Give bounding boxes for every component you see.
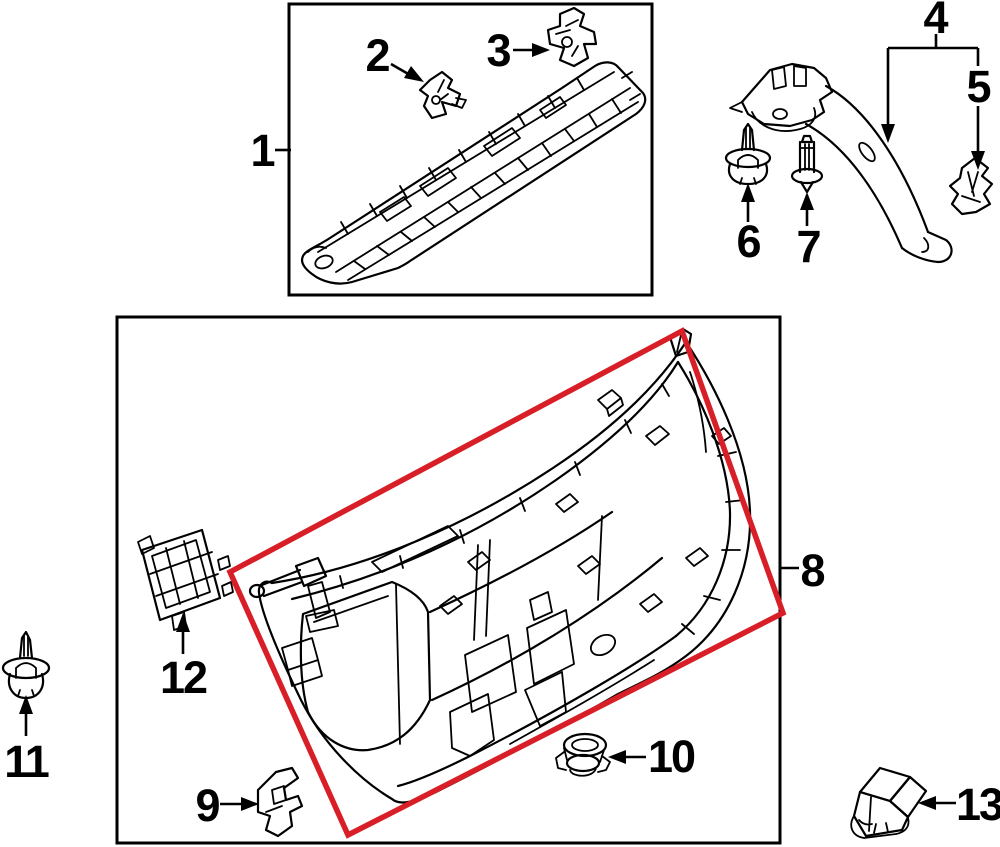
arrowhead-icon — [918, 796, 936, 810]
part-5-clip[interactable] — [948, 156, 994, 216]
part-9-bracket[interactable] — [256, 766, 304, 838]
arrowhead-icon — [532, 43, 550, 57]
callout-label-2[interactable]: 2 — [365, 30, 391, 81]
callout-label-11[interactable]: 11 — [4, 736, 51, 787]
callout-label-5[interactable]: 5 — [966, 61, 992, 112]
callout-11[interactable]: 11 — [4, 695, 51, 787]
arrowhead-icon — [241, 797, 259, 811]
callout-13[interactable]: 13 — [918, 779, 1000, 830]
callout-1[interactable]: 1 — [250, 125, 291, 176]
arrowhead-icon — [881, 124, 895, 143]
highlight-box-part-8 — [226, 327, 787, 839]
arrowhead-icon — [608, 750, 626, 764]
part-12-grid-bracket[interactable] — [137, 528, 234, 631]
callout-3[interactable]: 3 — [486, 25, 550, 76]
frame-main-section — [115, 315, 782, 845]
frame-top-section — [287, 2, 654, 297]
leader-line — [886, 34, 980, 126]
part-11-clip[interactable] — [1, 630, 51, 700]
callout-label-10[interactable]: 10 — [648, 731, 697, 782]
arrowhead-icon — [741, 183, 755, 202]
arrowhead-icon — [176, 613, 190, 632]
callout-4[interactable]: 4 — [881, 0, 980, 143]
part-8-trim-panel[interactable] — [248, 327, 752, 804]
callout-label-9[interactable]: 9 — [195, 780, 221, 831]
callout-9[interactable]: 9 — [195, 780, 259, 831]
part-4-garnish[interactable] — [729, 62, 953, 264]
callout-10[interactable]: 10 — [608, 731, 697, 782]
callout-label-1[interactable]: 1 — [250, 125, 276, 176]
arrowhead-icon — [971, 151, 985, 170]
part-7-rivet[interactable] — [790, 134, 824, 194]
part-13-cap[interactable] — [850, 766, 928, 839]
callout-label-12[interactable]: 12 — [160, 652, 209, 703]
callout-label-13[interactable]: 13 — [956, 779, 1000, 830]
part-3-clip[interactable] — [546, 6, 598, 68]
arrowhead-icon — [800, 192, 814, 210]
callout-8[interactable]: 8 — [781, 545, 826, 596]
callout-6[interactable]: 6 — [736, 183, 762, 267]
arrowhead-icon — [404, 66, 424, 82]
callout-label-4[interactable]: 4 — [923, 0, 950, 43]
callout-12[interactable]: 12 — [160, 613, 209, 703]
callout-5[interactable]: 5 — [966, 61, 992, 170]
callout-label-6[interactable]: 6 — [736, 216, 762, 267]
arrowhead-icon — [19, 695, 33, 714]
part-2-clip[interactable] — [418, 70, 467, 120]
part-1-scuff-plate[interactable] — [300, 61, 647, 285]
callout-label-8[interactable]: 8 — [800, 545, 826, 596]
callout-label-3[interactable]: 3 — [486, 25, 512, 76]
callout-label-7[interactable]: 7 — [796, 221, 822, 272]
callout-7[interactable]: 7 — [796, 192, 822, 272]
part-6-clip[interactable] — [724, 122, 772, 186]
part-10-grommet[interactable] — [555, 732, 611, 777]
callout-2[interactable]: 2 — [365, 30, 424, 82]
